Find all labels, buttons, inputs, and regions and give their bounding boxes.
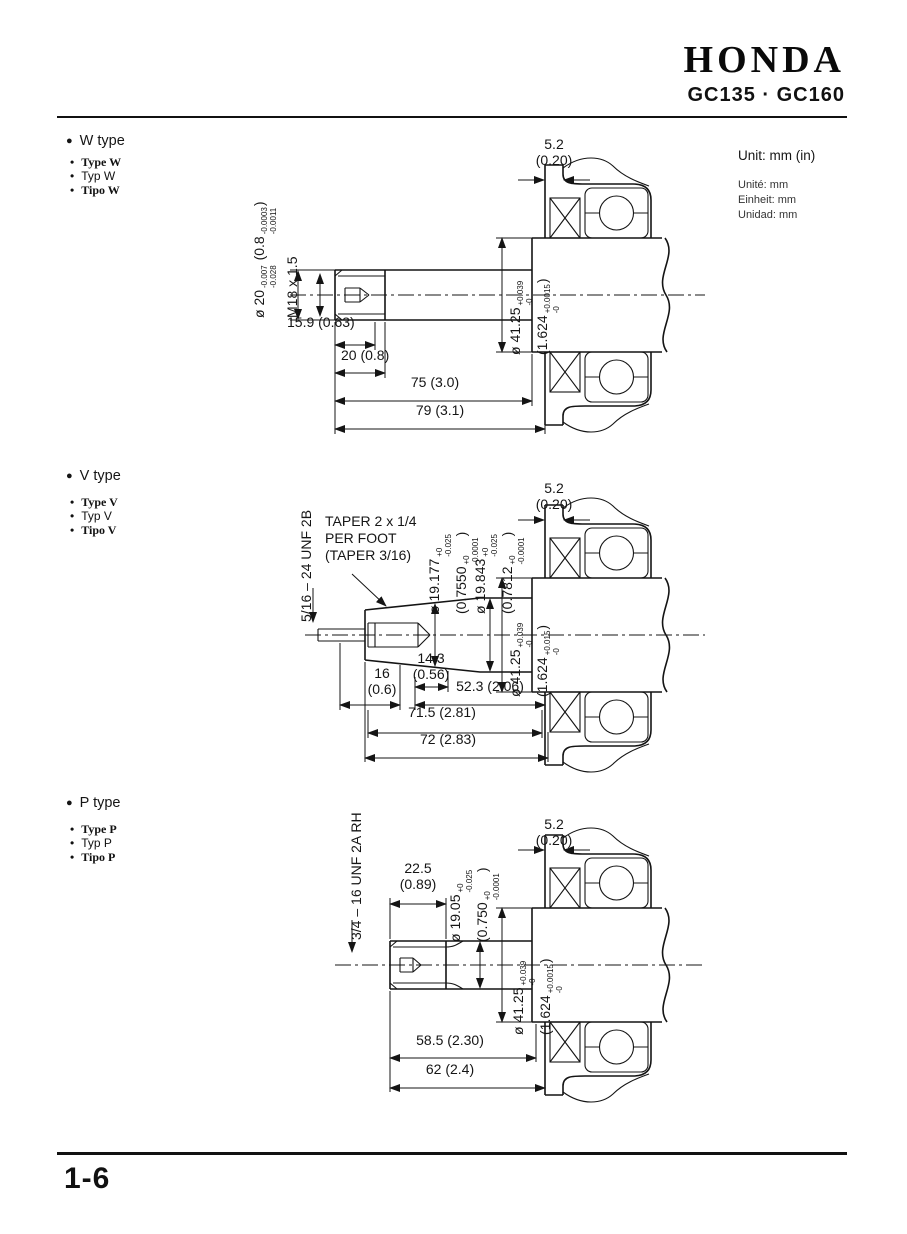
unit-label: Unit: mm (in) — [738, 148, 816, 163]
v-dim-72: 72 (2.83) — [419, 731, 477, 747]
unit-es: Unidad: mm — [738, 209, 798, 221]
w-dim-79: 79 (3.1) — [415, 402, 465, 418]
honda-logo: HONDA — [683, 39, 845, 81]
tolerance-stack: +0-0.025 — [456, 869, 474, 893]
v-thread-label: 5/16 – 24 UNF 2B — [298, 509, 314, 622]
v-bullet-en: Type V — [70, 495, 118, 509]
model-codes: GC135 · GC160 — [687, 84, 845, 106]
tolerance-stack: +0-0.0001 — [508, 537, 526, 565]
unit-label-translations: Unité: mm Einheit: mm Unidad: mm — [738, 178, 797, 223]
tolerance-stack: +0-0.025 — [481, 534, 499, 557]
v-dim-52-3: 52.3 (2.06) — [456, 678, 524, 694]
p-type-drawing — [335, 827, 705, 1103]
w-type-drawing — [290, 157, 705, 434]
tolerance-stack: +0.039-0 — [519, 960, 537, 986]
header-rule — [57, 116, 847, 118]
tolerance-stack: +0.015-0 — [543, 630, 561, 656]
footer-rule — [57, 1152, 847, 1155]
p-bullet-es: Tipo P — [70, 850, 117, 864]
unit-fr: Unité: mm — [738, 179, 789, 191]
tolerance-stack: -0.0003-0.0011 — [260, 207, 278, 235]
tolerance-stack: +0.0015-0 — [546, 964, 564, 994]
p-section-bullets: Type P Typ P Tipo P — [70, 822, 117, 864]
unit-de: Einheit: mm — [738, 194, 797, 206]
w-wall-dimension: 5.2 (0.20) — [535, 136, 573, 168]
w-dim-15-9: 15.9 (0.63) — [287, 314, 355, 330]
p-bullet-de: Typ P — [70, 836, 117, 850]
w-section-title: W type — [66, 133, 125, 149]
w-dim-75: 75 (3.0) — [410, 374, 460, 390]
w-bullet-en: Type W — [70, 155, 121, 169]
v-wall-dimension: 5.2 (0.20) — [535, 480, 573, 512]
tolerance-stack: +0-0.0001 — [483, 873, 501, 901]
tolerance-stack: +0.039-0 — [516, 280, 534, 306]
w-dim-20: 20 (0.8) — [341, 347, 390, 363]
page-number: 1-6 — [64, 1162, 111, 1195]
w-bearing-diameter-label: ø 41.25+0.039-0 (1.624+0.0015-0) — [507, 278, 561, 355]
p-dim-58-5: 58.5 (2.30) — [416, 1032, 484, 1048]
p-dim-22-5: 22.5 (0.89) — [399, 860, 437, 892]
tolerance-stack: +0-0.025 — [435, 534, 453, 557]
v-type-drawing — [305, 497, 705, 773]
tolerance-stack: -0.007-0.028 — [260, 265, 278, 288]
v-dim-16: 16 (0.6) — [367, 665, 397, 697]
p-wall-dimension: 5.2 (0.20) — [535, 816, 573, 848]
w-section-bullets: Type W Typ W Tipo W — [70, 155, 121, 197]
v-dim-14-3: 14.3 (0.56) — [412, 650, 450, 682]
v-bullet-es: Tipo V — [70, 523, 118, 537]
w-thread-label: M18 x 1.5 — [284, 256, 300, 318]
v-section-bullets: Type V Typ V Tipo V — [70, 495, 118, 537]
v-large-diameter-label: ø 19.843+0-0.025 (0.7812+0-0.0001) — [472, 531, 526, 614]
v-bullet-de: Typ V — [70, 509, 118, 523]
p-bullet-en: Type P — [70, 822, 116, 836]
w-bullet-de: Typ W — [70, 169, 121, 183]
p-bearing-diameter-label: ø 41.25+0.039-0 (1.624+0.0015-0) — [510, 958, 564, 1035]
w-shaft-diameter-label: ø 20-0.007-0.028 (0.8-0.0003-0.0011) — [251, 201, 278, 318]
v-dim-71-5: 71.5 (2.81) — [408, 704, 476, 720]
tolerance-stack: +0.0015-0 — [543, 284, 561, 314]
p-shaft-diameter-label: ø 19.05+0-0.025 (0.750+0-0.0001) — [447, 867, 501, 942]
v-section-title: V type — [66, 468, 121, 484]
v-taper-note: TAPER 2 x 1/4 PER FOOT (TAPER 3/16) — [325, 513, 417, 563]
w-bullet-es: Tipo W — [70, 183, 121, 197]
p-section-title: P type — [66, 795, 121, 811]
tolerance-stack: +0.039-0 — [516, 622, 534, 648]
p-dim-62: 62 (2.4) — [425, 1061, 475, 1077]
p-thread-label: 3/4 – 16 UNF 2A RH — [348, 812, 364, 940]
